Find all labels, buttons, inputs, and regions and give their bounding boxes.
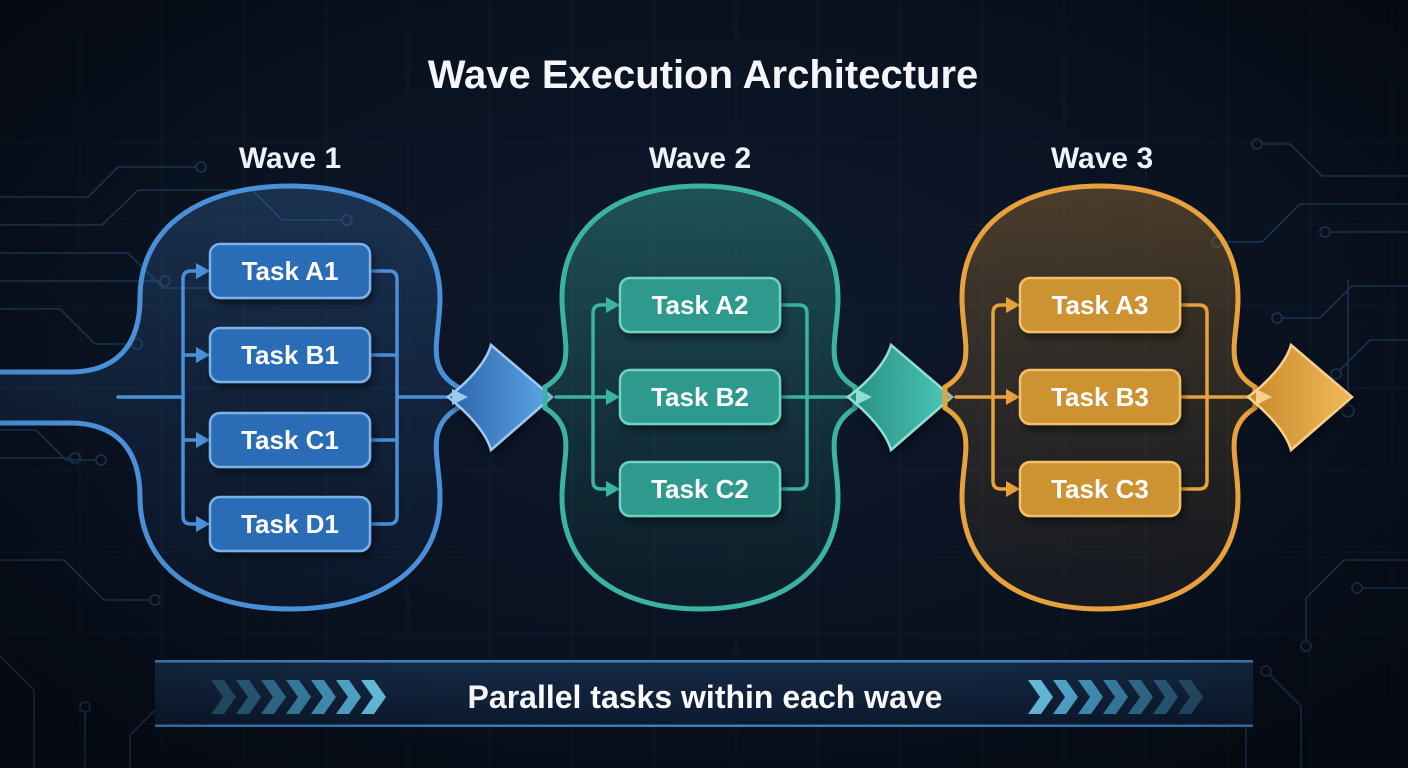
task-label: Task C3 [1051,474,1149,504]
task-label: Task C1 [241,425,339,455]
wave-2-label: Wave 2 [649,142,751,175]
task-label: Task B1 [241,340,339,370]
banner-bottom-border [155,724,1253,727]
banner-top-border [155,660,1253,663]
wave-2-group: Task A2 Task B2 Task C2 Wave 2 [542,142,954,612]
task-label: Task B3 [1051,382,1149,412]
banner-label: Parallel tasks within each wave [468,679,943,715]
page-title: Wave Execution Architecture [428,53,979,97]
task-label: Task A2 [652,290,749,320]
task-label: Task B2 [651,382,749,412]
task-label: Task A1 [242,256,339,286]
wave-1-label: Wave 1 [239,142,341,175]
task-label: Task C2 [651,474,749,504]
wave-3-label: Wave 3 [1051,142,1153,175]
banner: Parallel tasks within each wave [155,660,1253,727]
wave-1-group: Task A1 Task B1 Task C1 Task D1 Wave 1 [0,142,554,612]
task-label: Task A3 [1052,290,1149,320]
task-label: Task D1 [241,509,339,539]
